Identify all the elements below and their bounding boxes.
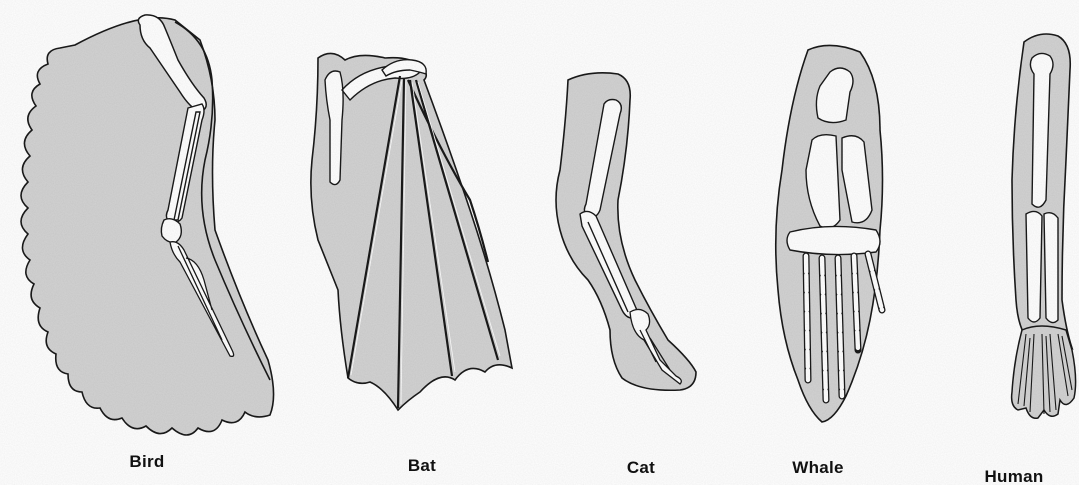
- cat-label: Cat: [627, 458, 655, 478]
- human-label: Human: [984, 467, 1043, 487]
- bird-label: Bird: [129, 452, 164, 472]
- bat-label: Bat: [408, 456, 436, 476]
- whale-label: Whale: [792, 458, 844, 478]
